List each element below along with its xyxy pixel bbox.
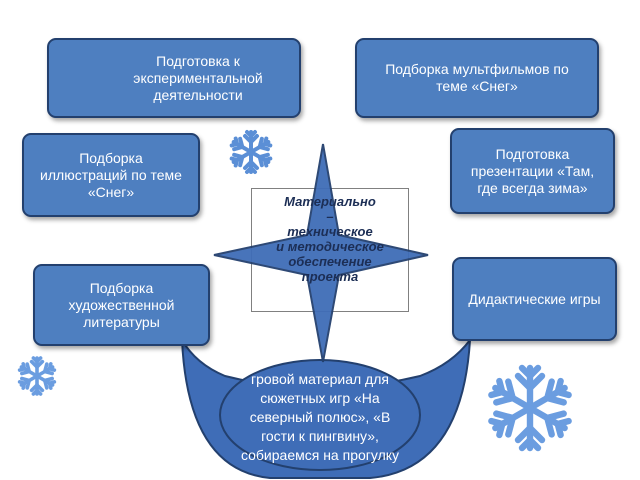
bottom-oval [219,359,421,471]
four-point-star [213,143,429,363]
box-illustration-selection: Подборка иллюстраций по теме «Снег» [22,133,200,217]
box-presentation-preparation: Подготовка презентации «Там, где всегда … [450,128,615,214]
box-didactic-games: Дидактические игры [452,257,617,341]
box-cartoon-selection: Подборка мультфильмов по теме «Снег» [355,38,599,118]
center-title: Материально – техническое и методическое… [276,194,384,284]
bottom-oval-text: гровой материал для сюжетных игр «На сев… [240,371,400,463]
box-experimental-preparation: Подготовка к экспериментальной деятельно… [47,38,301,118]
box-literature-selection: Подборка художественной литературы [33,264,210,346]
